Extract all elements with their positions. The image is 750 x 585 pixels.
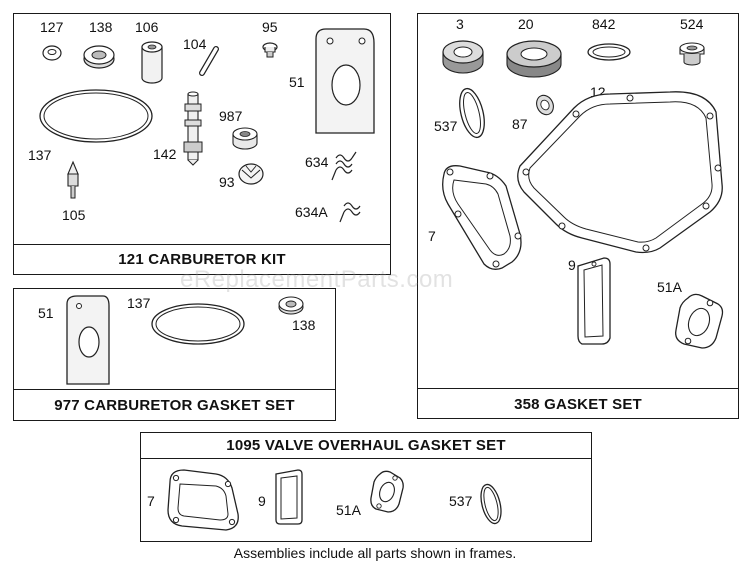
part-label-138: 138 xyxy=(89,19,113,35)
part-label-127: 127 xyxy=(40,19,64,35)
seal-ring-138-cgs-icon xyxy=(276,294,306,318)
part-label-95: 95 xyxy=(262,19,278,35)
carburetor-gasket-set-frame: 977 CARBURETOR GASKET SET xyxy=(13,288,336,421)
ring-537-icon xyxy=(452,84,492,142)
part-label-634a: 634A xyxy=(295,204,328,220)
part-label-987: 987 xyxy=(219,108,243,124)
gasket-plate-51-icon xyxy=(310,25,380,137)
spring-634-icon xyxy=(330,148,358,184)
o-ring-137-icon xyxy=(35,85,157,147)
part-label-7-vs: 7 xyxy=(147,493,155,509)
part-label-106: 106 xyxy=(135,19,159,35)
gasket-set-divider xyxy=(418,388,738,389)
gasket-plate-51-cgs-icon xyxy=(63,292,113,388)
part-label-3: 3 xyxy=(456,16,464,32)
part-label-9: 9 xyxy=(568,257,576,273)
carburetor-kit-title: 121 CARBURETOR KIT xyxy=(118,251,286,268)
part-label-842: 842 xyxy=(592,16,616,32)
part-label-51a-vs: 51A xyxy=(336,502,361,518)
part-label-7: 7 xyxy=(428,228,436,244)
part-label-524: 524 xyxy=(680,16,704,32)
valve-overhaul-gasket-set-title: 1095 VALVE OVERHAUL GASKET SET xyxy=(226,437,506,454)
seal-3-icon xyxy=(440,38,486,78)
part-label-138-cgs: 138 xyxy=(292,317,316,333)
float-valve-93-icon xyxy=(236,160,266,188)
ring-842-icon xyxy=(584,40,634,64)
part-label-104: 104 xyxy=(183,36,207,52)
part-label-9-vs: 9 xyxy=(258,493,266,509)
sleeve-106-icon xyxy=(139,40,165,86)
part-label-537-vs: 537 xyxy=(449,493,473,509)
carburetor-kit-divider xyxy=(14,244,390,245)
part-label-87: 87 xyxy=(512,116,528,132)
part-label-137-cgs: 137 xyxy=(127,295,151,311)
part-label-20: 20 xyxy=(518,16,534,32)
gasket-set-title: 358 GASKET SET xyxy=(514,396,642,413)
carburetor-gasket-set-divider xyxy=(14,389,335,390)
valve-overhaul-gasket-set-frame: 1095 VALVE OVERHAUL GASKET SET xyxy=(140,432,592,542)
gasket-set-frame: 358 GASKET SET xyxy=(417,13,739,419)
gasket-9-icon xyxy=(574,254,614,348)
gasket-51a-vs-icon xyxy=(366,468,408,516)
part-label-51: 51 xyxy=(289,74,305,90)
gasket-9-vs-icon xyxy=(272,466,306,528)
part-label-105: 105 xyxy=(62,207,86,223)
spring-634a-icon xyxy=(338,198,364,226)
part-label-51-cgs: 51 xyxy=(38,305,54,321)
part-label-634: 634 xyxy=(305,154,329,170)
part-label-142: 142 xyxy=(153,146,177,162)
gasket-51a-icon xyxy=(670,290,728,352)
o-ring-137-cgs-icon xyxy=(148,300,248,348)
emulsion-tube-142-icon xyxy=(178,90,208,166)
part-label-537: 537 xyxy=(434,118,458,134)
seal-ring-138-icon xyxy=(81,43,117,71)
part-label-93: 93 xyxy=(219,174,235,190)
part-label-51a: 51A xyxy=(657,279,682,295)
seal-87-icon xyxy=(532,92,558,118)
bushing-987-icon xyxy=(230,126,260,152)
valve-overhaul-gasket-set-divider xyxy=(141,458,591,459)
head-gasket-7-icon xyxy=(436,160,526,272)
plug-524-icon xyxy=(676,38,708,68)
screw-95-icon xyxy=(260,40,280,60)
needle-105-icon xyxy=(62,160,84,202)
footnote: Assemblies include all parts shown in fr… xyxy=(233,545,517,561)
head-gasket-7-vs-icon xyxy=(162,464,242,536)
carburetor-gasket-set-title: 977 CARBURETOR GASKET SET xyxy=(54,397,295,414)
ring-537-vs-icon xyxy=(474,480,508,528)
pin-104-icon xyxy=(196,43,224,77)
seal-20-icon xyxy=(504,38,564,82)
carburetor-kit-frame: 121 CARBURETOR KIT xyxy=(13,13,391,275)
part-label-137: 137 xyxy=(28,147,52,163)
watermark-text: eReplacementParts.com xyxy=(180,266,454,293)
crankcase-gasket-12-icon xyxy=(510,88,732,256)
washer-127-icon xyxy=(40,42,64,64)
